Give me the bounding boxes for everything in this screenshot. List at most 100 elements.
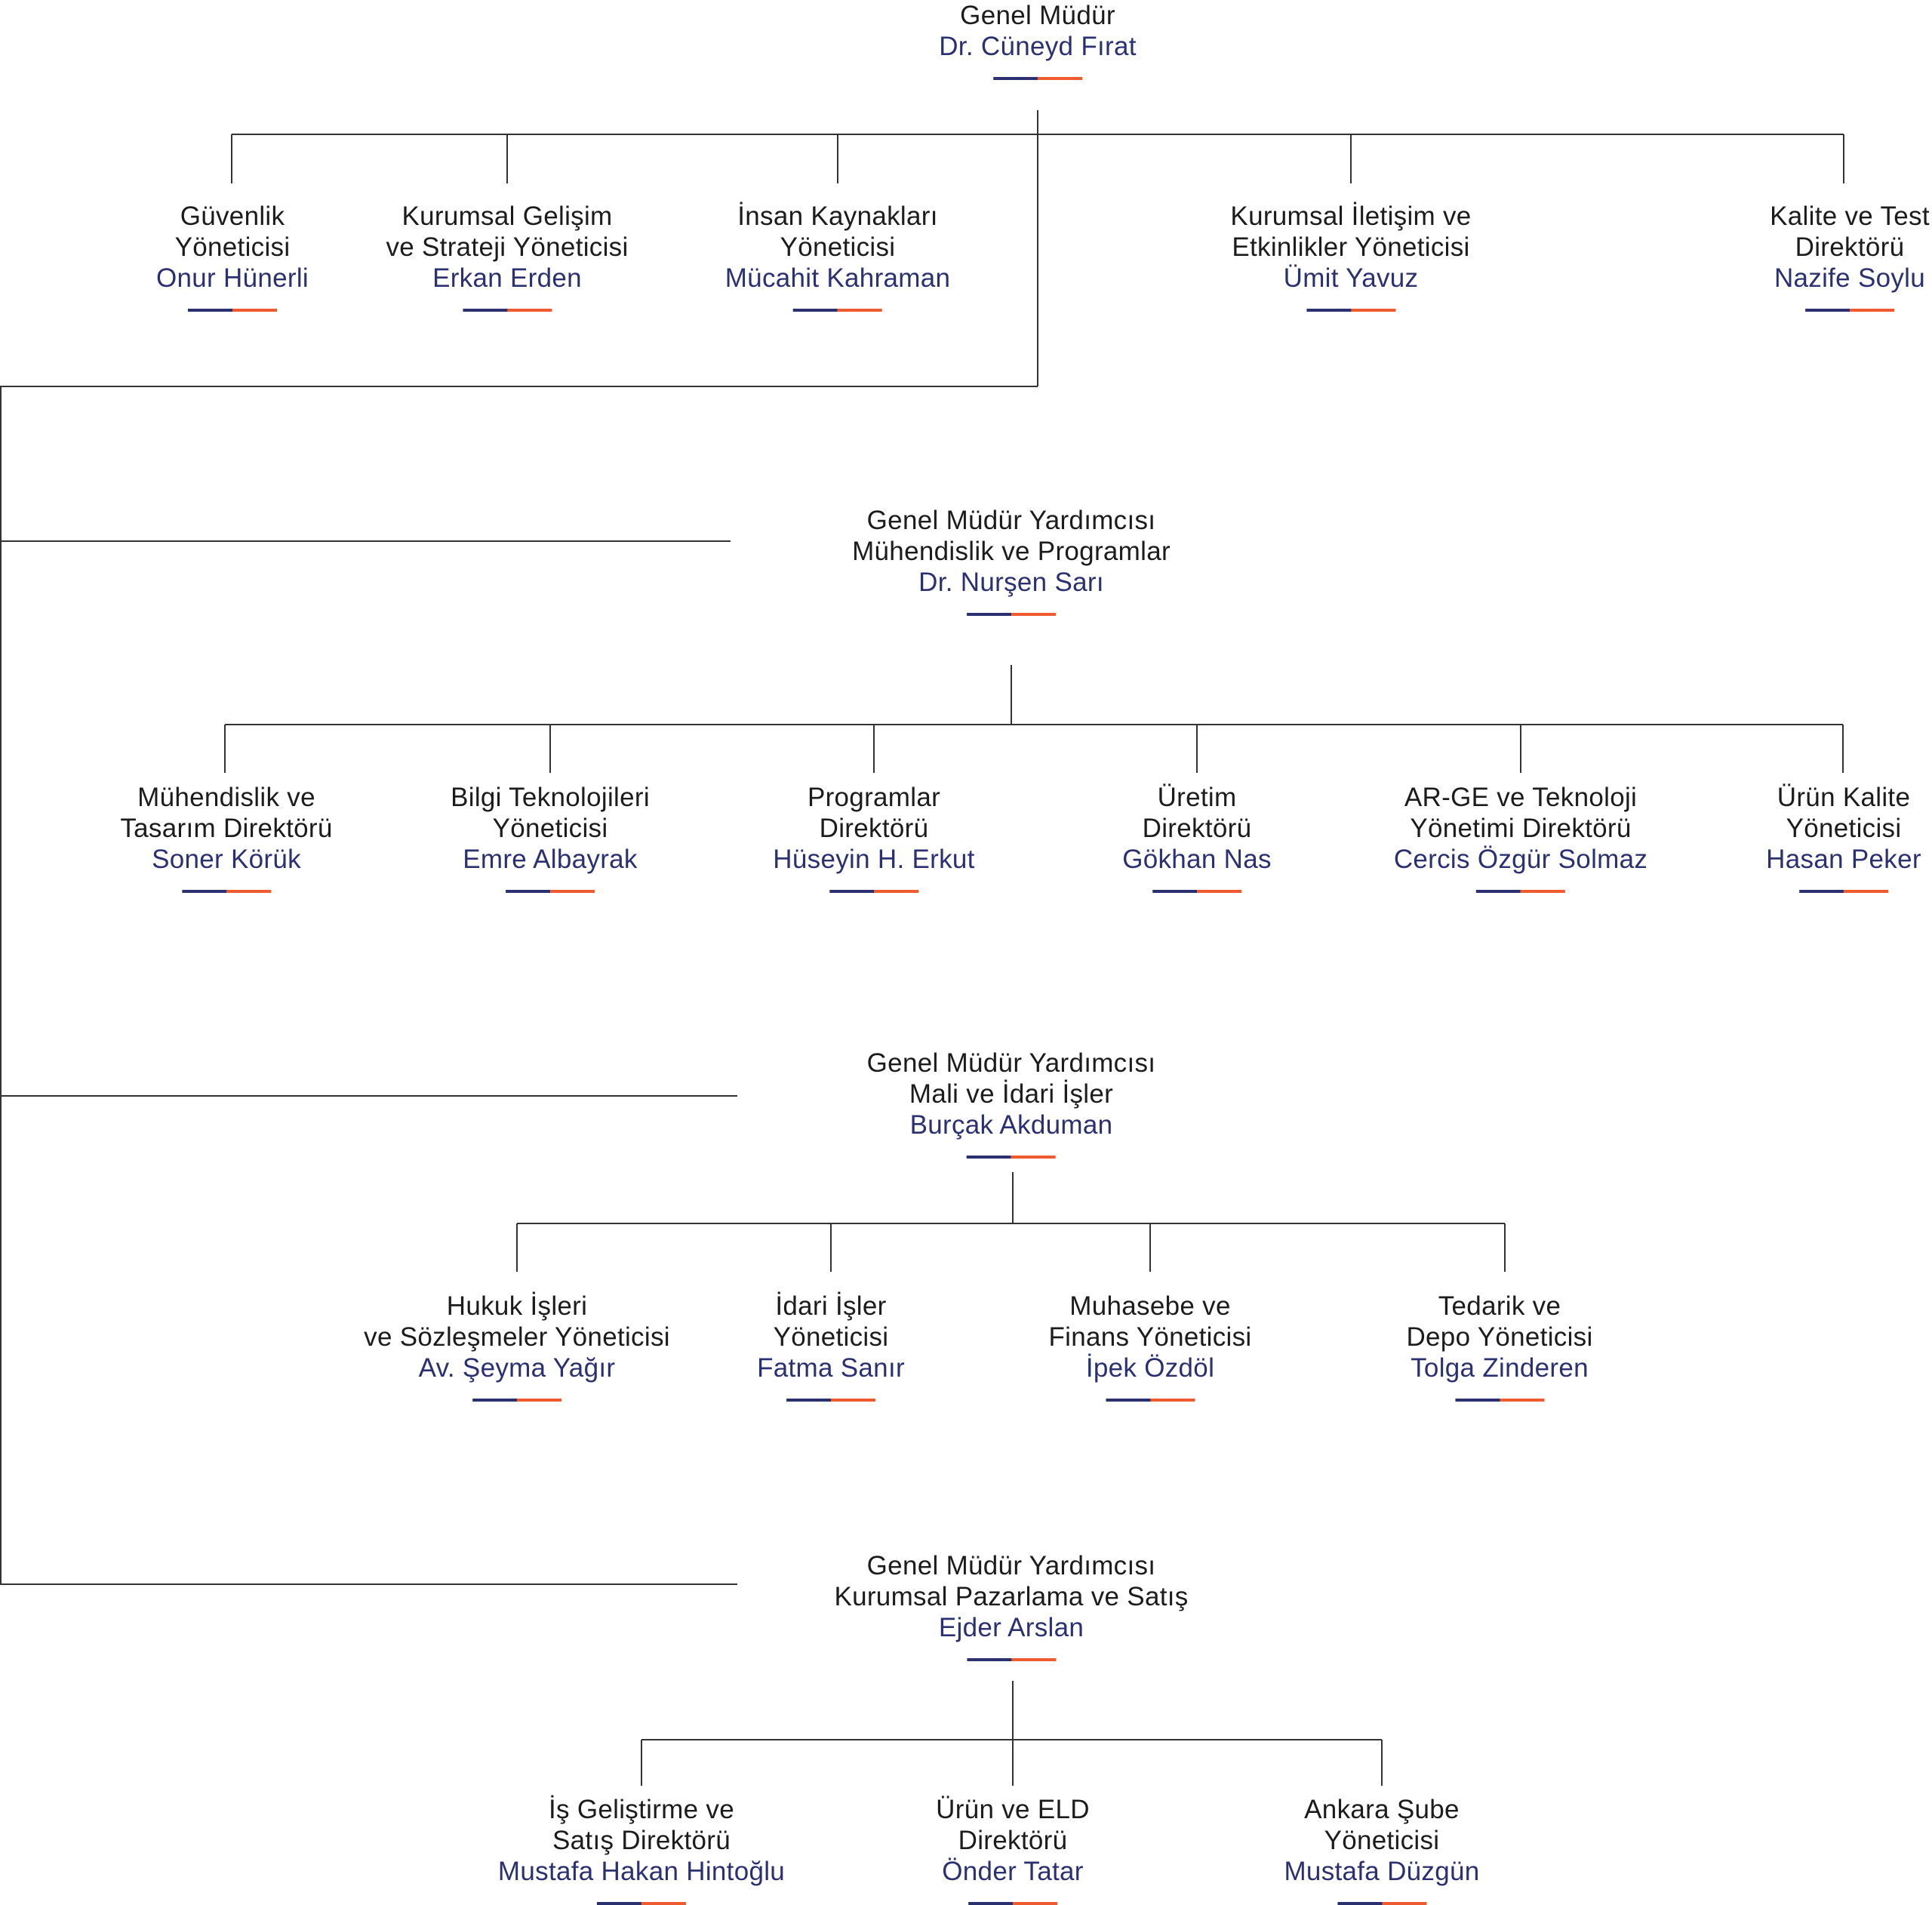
node-person-name: Cercis Özgür Solmaz [1393, 845, 1648, 874]
org-node-general-manager: Genel Müdür Dr. Cüneyd Fırat [939, 0, 1137, 80]
accent-bar [1798, 890, 1888, 893]
node-title: Kurumsal Pazarlama ve Satış [834, 1582, 1189, 1611]
node-title: Yöneticisi [1786, 814, 1902, 843]
org-node-report: Tedarik ve Depo Yöneticisi Tolga Zindere… [1406, 1291, 1592, 1402]
accent-bar [1105, 1399, 1195, 1402]
node-title: Ürün ve ELD [936, 1795, 1090, 1824]
node-title: Etkinlikler Yöneticisi [1232, 232, 1470, 262]
node-title: İdari İşler [775, 1291, 887, 1321]
node-title: Yöneticisi [174, 232, 291, 262]
accent-bar [967, 1156, 1056, 1159]
node-person-name: Erkan Erden [432, 263, 582, 293]
node-title: Kalite ve Test [1770, 202, 1930, 231]
node-person-name: Mustafa Hakan Hintoğlu [497, 1857, 786, 1886]
node-person-name: Gökhan Nas [1122, 845, 1272, 874]
accent-bar [505, 890, 595, 893]
node-title: Direktörü [958, 1826, 1068, 1855]
accent-bar [829, 890, 918, 893]
org-node-deputy-finance: Genel Müdür Yardımcısı Mali ve İdari İşl… [867, 1048, 1156, 1159]
accent-bar [1476, 890, 1565, 893]
node-title: Mühendislik ve [137, 783, 315, 812]
node-person-name: Av. Şeyma Yağır [418, 1353, 616, 1383]
org-node-report: Hukuk İşleri ve Sözleşmeler Yöneticisi A… [364, 1291, 670, 1402]
node-title: İş Geliştirme ve [549, 1795, 734, 1824]
node-person-name: Hasan Peker [1766, 845, 1921, 874]
node-title: Yöneticisi [1324, 1826, 1440, 1855]
node-person-name: Nazife Soylu [1774, 263, 1926, 293]
accent-bar [187, 309, 277, 312]
accent-bar [1306, 309, 1395, 312]
node-person-name: Hüseyin H. Erkut [773, 845, 975, 874]
node-title: Yöneticisi [492, 814, 608, 843]
org-node-report: İdari İşler Yöneticisi Fatma Sanır [757, 1291, 905, 1402]
node-title: Direktörü [819, 814, 929, 843]
node-person-name: Emre Albayrak [463, 845, 638, 874]
org-node-report: Ürün Kalite Yöneticisi Hasan Peker [1766, 782, 1921, 893]
accent-bar [1337, 1902, 1426, 1905]
node-title: Bilgi Teknolojileri [451, 783, 650, 812]
node-title: ve Sözleşmeler Yöneticisi [364, 1322, 670, 1352]
org-node-communications-manager: Kurumsal İletişim ve Etkinlikler Yönetic… [1230, 201, 1471, 312]
node-title: Muhasebe ve [1069, 1291, 1231, 1321]
node-person-name: Mustafa Düzgün [1284, 1857, 1480, 1886]
node-title: Genel Müdür Yardımcısı [866, 506, 1156, 535]
node-title: Ürün Kalite [1777, 783, 1911, 812]
node-person-name: Dr. Nurşen Sarı [918, 568, 1104, 597]
node-title: Hukuk İşleri [446, 1291, 588, 1321]
node-person-name: Tolga Zinderen [1411, 1353, 1589, 1383]
node-person-name: Fatma Sanır [757, 1353, 905, 1383]
accent-bar [1455, 1399, 1544, 1402]
org-node-report: AR-GE ve Teknoloji Yönetimi Direktörü Ce… [1394, 782, 1647, 893]
node-title: Mali ve İdari İşler [909, 1079, 1114, 1109]
node-title: Depo Yöneticisi [1406, 1322, 1593, 1352]
accent-bar [472, 1399, 561, 1402]
node-person-name: Onur Hünerli [155, 263, 309, 293]
accent-bar [993, 77, 1082, 80]
org-node-report: Üretim Direktörü Gökhan Nas [1122, 782, 1272, 893]
node-title: Yöneticisi [773, 1322, 889, 1352]
node-title: Genel Müdür [960, 1, 1115, 30]
org-node-report: Ankara Şube Yöneticisi Mustafa Düzgün [1284, 1794, 1479, 1905]
org-node-report: Mühendislik ve Tasarım Direktörü Soner K… [120, 782, 332, 893]
accent-bar [966, 613, 1056, 616]
org-node-report: İş Geliştirme ve Satış Direktörü Mustafa… [498, 1794, 785, 1905]
org-node-report: Programlar Direktörü Hüseyin H. Erkut [773, 782, 974, 893]
accent-bar [786, 1399, 875, 1402]
accent-bar [596, 1902, 686, 1905]
node-title: Genel Müdür Yardımcısı [866, 1551, 1156, 1580]
accent-bar [793, 309, 882, 312]
node-title: Genel Müdür Yardımcısı [866, 1048, 1156, 1078]
org-node-security-manager: Güvenlik Yöneticisi Onur Hünerli [156, 201, 309, 312]
node-person-name: Ümit Yavuz [1283, 263, 1419, 293]
node-person-name: Ejder Arslan [938, 1613, 1084, 1642]
org-node-report: Muhasebe ve Finans Yöneticisi İpek Özdöl [1048, 1291, 1251, 1402]
node-title: Ankara Şube [1304, 1795, 1460, 1824]
node-person-name: Önder Tatar [942, 1857, 1084, 1886]
org-node-hr-manager: İnsan Kaynakları Yöneticisi Mücahit Kahr… [725, 201, 951, 312]
node-title: Direktörü [1795, 232, 1905, 262]
node-title: Satış Direktörü [552, 1826, 731, 1855]
accent-bar [967, 1658, 1056, 1661]
accent-bar [1152, 890, 1241, 893]
accent-bar [968, 1902, 1057, 1905]
node-person-name: İpek Özdöl [1085, 1353, 1215, 1383]
node-title: Güvenlik [180, 202, 285, 231]
node-person-name: Mücahit Kahraman [724, 263, 951, 293]
node-person-name: Burçak Akduman [909, 1110, 1113, 1140]
node-title: ve Strateji Yöneticisi [386, 232, 629, 262]
node-person-name: Soner Körük [152, 845, 301, 874]
node-title: Yöneticisi [780, 232, 896, 262]
accent-bar [462, 309, 552, 312]
accent-bar [182, 890, 271, 893]
node-title: Programlar [807, 783, 941, 812]
node-title: Kurumsal Gelişim [401, 202, 613, 231]
node-title: Tasarım Direktörü [120, 814, 333, 843]
node-title: Direktörü [1142, 814, 1252, 843]
org-node-strategy-manager: Kurumsal Gelişim ve Strateji Yöneticisi … [386, 201, 628, 312]
org-node-quality-director: Kalite ve Test Direktörü Nazife Soylu [1770, 201, 1930, 312]
node-title: Kurumsal İletişim ve [1230, 202, 1472, 231]
node-title: Finans Yöneticisi [1048, 1322, 1252, 1352]
org-node-report: Ürün ve ELD Direktörü Önder Tatar [936, 1794, 1090, 1905]
org-node-deputy-engineering: Genel Müdür Yardımcısı Mühendislik ve Pr… [852, 505, 1171, 616]
node-title: İnsan Kaynakları [737, 202, 938, 231]
